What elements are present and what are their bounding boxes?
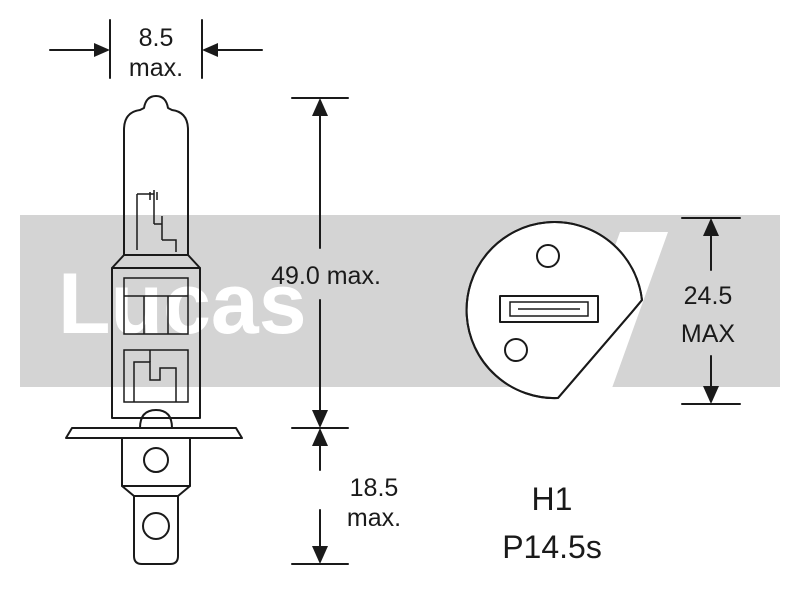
length-base-value: 18.5 xyxy=(350,474,399,502)
watermark-logo-text: Lucas xyxy=(58,256,307,352)
base-diameter-unit: MAX xyxy=(681,320,736,348)
base-diameter-value: 24.5 xyxy=(684,282,733,310)
bulb-base-end-view xyxy=(465,221,643,400)
bulb-type-label: H1 xyxy=(532,481,573,517)
dimension-length-total: 49.0 max. xyxy=(271,97,381,429)
bulb-side-view xyxy=(65,95,243,565)
dimension-width-top: 8.5 max. xyxy=(49,19,263,82)
width-top-unit: max. xyxy=(129,54,183,82)
dimension-base-diameter: 24.5 MAX xyxy=(681,217,741,405)
bulb-base-code-label: P14.5s xyxy=(502,529,602,565)
bulb-designation: H1 P14.5s xyxy=(502,481,602,565)
dimension-length-base: 18.5 max. xyxy=(291,428,401,565)
length-total-label: 49.0 max. xyxy=(271,262,381,290)
width-top-value: 8.5 xyxy=(139,24,174,52)
length-base-unit: max. xyxy=(347,504,401,532)
watermark-band: Lucas xyxy=(20,215,780,388)
